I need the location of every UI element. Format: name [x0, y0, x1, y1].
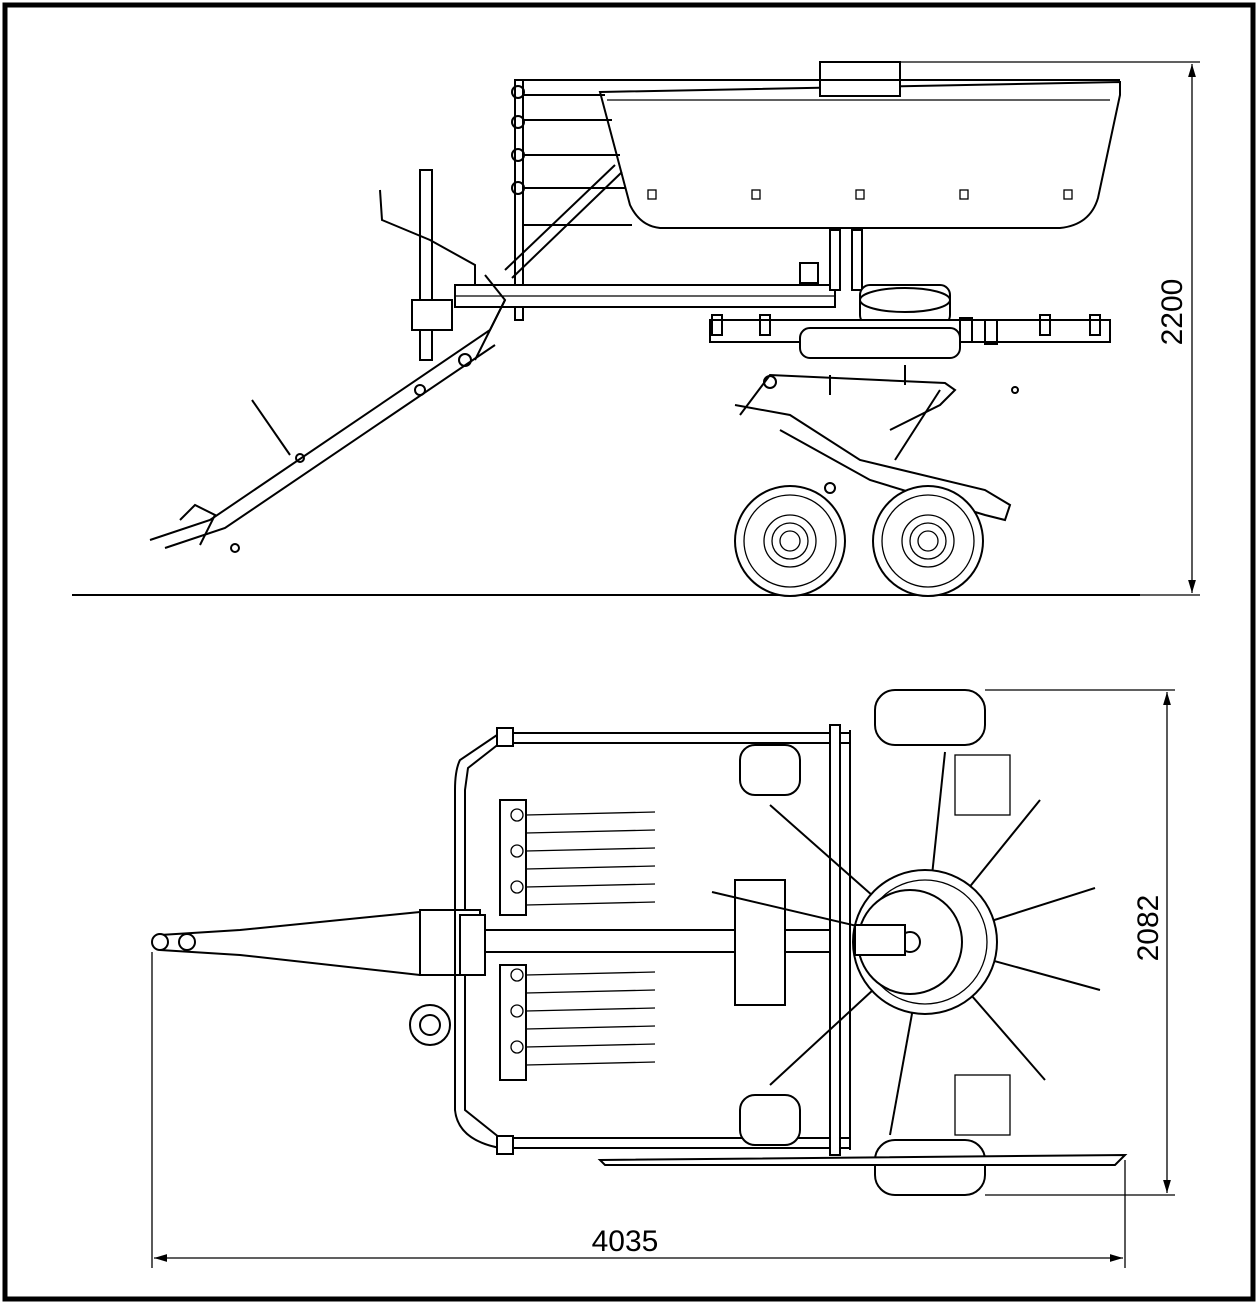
wheel-rear: [872, 485, 984, 597]
length-dimension: 4035: [151, 952, 1126, 1268]
wheels-top: [874, 689, 1011, 1196]
rotor-top: [711, 751, 1101, 1136]
drawbar-top: [151, 865, 481, 1046]
dimension-height: 2200: [1156, 279, 1189, 346]
dimension-length: 4035: [592, 1225, 659, 1258]
height-dimension: 2200: [900, 61, 1200, 596]
rotor-basket: [515, 61, 1121, 229]
width-dimension: 2082: [985, 689, 1175, 1196]
top-view: 2082 4035: [151, 689, 1175, 1268]
guard-frame: [504, 79, 632, 321]
swath-board: [597, 1153, 1128, 1166]
drawbar: [149, 169, 507, 553]
side-view: 2200: [72, 61, 1200, 597]
rake-tines: [499, 799, 656, 1081]
main-beam: [454, 262, 836, 308]
lateral-frame: [734, 724, 851, 1156]
dimension-width: 2082: [1132, 895, 1165, 962]
rotor-head: [709, 229, 1111, 359]
wheel-front: [734, 485, 846, 597]
